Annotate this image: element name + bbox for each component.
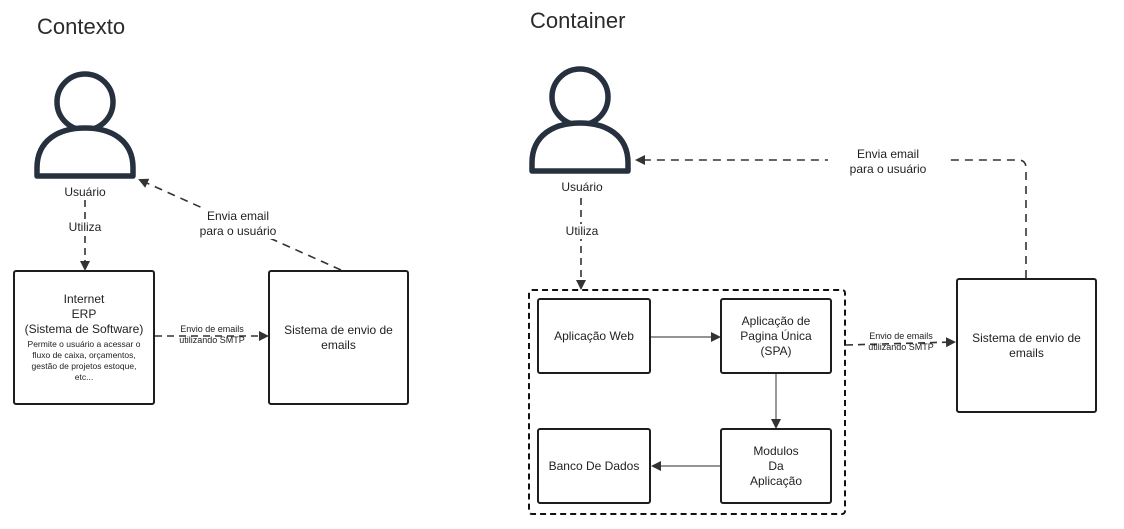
email-system-line: emails — [321, 337, 356, 352]
erp-description: Permite o usuário a acessar o fluxo de c… — [28, 339, 141, 383]
erp-desc-line: fluxo de caixa, orçamentos, — [32, 350, 136, 360]
spa-line: Pagina Única — [740, 328, 812, 343]
container-heading: Container — [530, 8, 626, 33]
notify-label-line: Envia email — [828, 147, 948, 162]
context-email-system-box[interactable]: Sistema de envio de emails — [268, 270, 409, 405]
container-email-system-box[interactable]: Sistema de envio de emails — [956, 278, 1097, 413]
erp-line2: ERP — [71, 307, 97, 321]
erp-container-boundary — [528, 289, 846, 515]
modules-line: Da — [768, 458, 784, 473]
container-smtp-label: Envio de emails utilizando SMTP — [859, 331, 943, 353]
container-user-label: Usuário — [561, 180, 603, 194]
context-smtp-label: Envio de emails utilizando SMTP — [170, 324, 254, 346]
modules-box[interactable]: Modulos Da Aplicação — [720, 428, 832, 504]
spa-line: (SPA) — [760, 343, 792, 358]
notify-label-line: para o usuário — [178, 224, 298, 239]
email-system-line: Sistema de envio de — [284, 322, 393, 337]
database-label: Banco De Dados — [548, 458, 640, 473]
modules-line: Modulos — [753, 443, 799, 458]
erp-line1: Internet — [63, 292, 105, 306]
context-user-icon — [34, 71, 136, 179]
context-heading: Contexto — [37, 14, 126, 39]
smtp-label-line: utilizando SMTP — [179, 335, 245, 345]
modules-line: Aplicação — [749, 473, 803, 488]
notify-label-line: para o usuário — [828, 162, 948, 177]
container-uses-label: Utiliza — [552, 224, 612, 239]
web-app-box[interactable]: Aplicação Web — [537, 298, 651, 374]
context-user-label: Usuário — [64, 185, 106, 199]
erp-desc-line: Permite o usuário a acessar o — [27, 339, 141, 349]
context-erp-system-box[interactable]: Internet ERP (Sistema de Software) Permi… — [13, 270, 155, 405]
erp-desc-line: etc... — [74, 372, 94, 382]
context-notify-arrow — [138, 178, 342, 271]
notify-label-line: Envia email — [178, 209, 298, 224]
context-notify-label: Envia email para o usuário — [178, 209, 298, 239]
spa-box[interactable]: Aplicação de Pagina Única (SPA) — [720, 298, 832, 374]
container-user-icon — [529, 66, 631, 174]
container-notify-arrow — [635, 155, 1027, 278]
smtp-label-line: Envio de emails — [869, 331, 933, 341]
container-smtp-arrow — [845, 337, 956, 348]
web-app-label: Aplicação Web — [554, 328, 634, 343]
erp-desc-line: gestão de projetos estoque, — [31, 361, 137, 371]
spa-line: Aplicação de — [741, 313, 811, 328]
container-notify-label: Envia email para o usuário — [828, 147, 948, 177]
context-uses-label: Utiliza — [55, 220, 115, 235]
erp-line3: (Sistema de Software) — [24, 322, 144, 336]
smtp-label-line: utilizando SMTP — [868, 342, 934, 352]
smtp-label-line: Envio de emails — [180, 324, 244, 334]
email-system-line: emails — [1009, 345, 1044, 360]
database-box[interactable]: Banco De Dados — [537, 428, 651, 504]
email-system-line: Sistema de envio de — [972, 330, 1081, 345]
